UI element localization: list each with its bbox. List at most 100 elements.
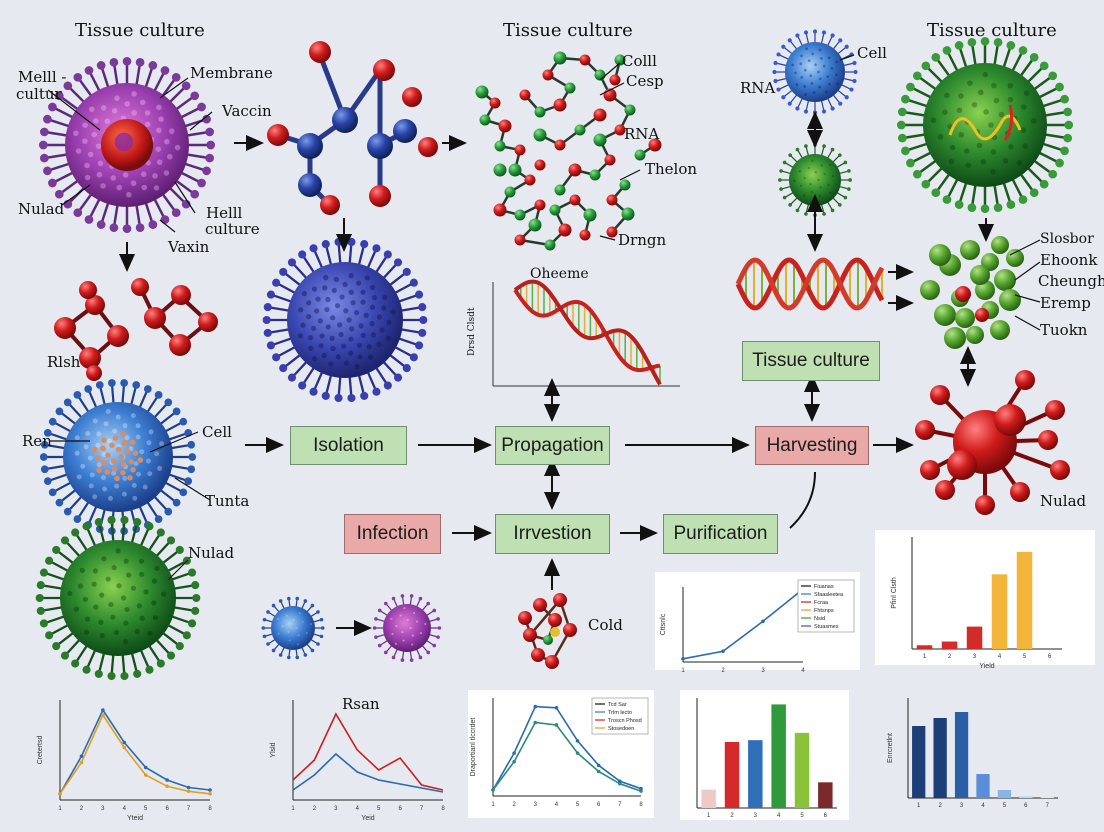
label-drngn: Drngn: [618, 233, 666, 248]
label-rlsh: Rlsh: [47, 355, 80, 370]
tissue-culture-box[interactable]: Tissue culture: [742, 341, 880, 381]
x-tick-label: 1: [917, 803, 921, 809]
label-tunta: Tunta: [205, 494, 249, 509]
data-point: [681, 657, 685, 661]
x-tick-label: 4: [981, 803, 985, 809]
label-helll: Helll: [206, 206, 242, 221]
label-cold: Cold: [588, 618, 623, 633]
legend-entry: Stuasmes: [814, 624, 839, 630]
x-tick-label: 7: [1046, 803, 1050, 809]
y-axis-label: Cretertsd: [37, 736, 44, 765]
bar: [748, 740, 762, 808]
label-vaccin: Vaccin: [222, 104, 272, 119]
x-tick-label: 1: [291, 806, 295, 812]
label-rna-chain: RNA: [624, 127, 659, 142]
chart-bar-bottom-right: 1234567Enrcretlnt: [887, 698, 1058, 809]
label-cheungh: Cheungh: [1038, 274, 1104, 289]
title-right: Tissue culture: [927, 22, 1057, 40]
infection-box[interactable]: Infection: [344, 514, 441, 554]
label-rsan: Rsan: [342, 697, 380, 712]
bar: [1041, 797, 1054, 798]
data-point: [122, 746, 126, 750]
y-axis-label: Cttsnlc: [660, 613, 667, 635]
green-virus-icon: [36, 516, 201, 680]
data-point: [165, 778, 169, 782]
dna-plot-ylabel: Drsd Clsdt: [468, 307, 477, 356]
chart-line-rsan: 12345678YlsldYeid: [270, 700, 445, 822]
irvestion-box[interactable]: Irrvestion: [495, 514, 610, 554]
data-point: [187, 786, 191, 790]
bar: [725, 742, 739, 808]
data-point: [122, 741, 126, 745]
label-eremp: Eremp: [1040, 296, 1091, 311]
bar: [912, 726, 925, 798]
title-left: Tissue culture: [75, 22, 205, 40]
data-point: [165, 784, 169, 788]
bar: [818, 782, 832, 808]
x-tick-label: 3: [334, 806, 338, 812]
green-virus-small-icon: [778, 143, 852, 217]
harvesting-box[interactable]: Harvesting: [755, 426, 869, 465]
data-point: [208, 792, 212, 796]
small-molecule-icon: [518, 593, 577, 669]
x-tick-label: 7: [420, 806, 424, 812]
x-tick-label: 5: [1003, 803, 1007, 809]
series-line: [293, 714, 443, 790]
data-point: [101, 713, 105, 717]
bar: [934, 718, 947, 798]
legend-entry: Fiuanas: [814, 584, 834, 590]
y-axis-label: Pfinl Clsth: [891, 577, 898, 609]
label-nulad-3: Nulad: [1040, 494, 1086, 509]
label-tuokn: Tuokn: [1040, 323, 1087, 338]
bar: [955, 712, 968, 798]
dna-plot-helix-icon: [515, 282, 660, 385]
x-axis-label: Yteid: [127, 815, 143, 822]
isolation-box[interactable]: Isolation: [290, 426, 407, 465]
label-ehoonk: Ehoonk: [1040, 253, 1097, 268]
bar: [942, 642, 958, 649]
label-ren: Ren: [22, 434, 52, 449]
legend-entry: Fcraa: [814, 600, 829, 606]
data-point: [144, 773, 148, 777]
legend-entry: Troscn Phosd: [608, 718, 642, 724]
x-tick-label: 2: [313, 806, 317, 812]
label-culture: culture: [205, 222, 260, 237]
purification-box[interactable]: Purification: [663, 514, 778, 554]
data-point: [80, 754, 84, 758]
legend-entry: Tcd Sar: [608, 702, 627, 708]
x-axis-label: Yeid: [361, 815, 374, 822]
legend-entry: Trlm lecto: [608, 710, 632, 716]
x-tick-label: 6: [165, 806, 169, 812]
x-tick-label: 2: [938, 803, 942, 809]
data-point: [721, 649, 725, 653]
label-nulad-1: Nulad: [18, 202, 64, 217]
data-point: [208, 788, 212, 792]
bar: [701, 790, 715, 808]
x-tick-label: 4: [123, 806, 127, 812]
dna-plot-panel: [493, 282, 680, 386]
label-nulad-2: Nulad: [188, 546, 234, 561]
x-tick-label: 3: [101, 806, 105, 812]
legend-entry: Sfaasleetea: [814, 592, 844, 598]
x-tick-label: 7: [187, 806, 191, 812]
bar: [771, 704, 785, 808]
data-point: [533, 721, 537, 725]
bar: [992, 574, 1008, 649]
label-thelon: Thelon: [645, 162, 697, 177]
x-tick-label: 8: [208, 806, 212, 812]
propagation-box[interactable]: Propagation: [495, 426, 610, 465]
blue-virus-top-icon: [772, 29, 857, 114]
label-cultur: cultur: [16, 87, 62, 102]
label-slosbor: Slosbor: [1040, 232, 1094, 246]
label-melll: Melll -: [18, 70, 66, 85]
mini-purple-virus-icon: [373, 594, 441, 662]
x-tick-label: 3: [960, 803, 964, 809]
bar: [967, 627, 983, 649]
label-oheeme: Oheeme: [530, 267, 589, 281]
chart-bar-yield: 123456Pfinl ClsthYield: [875, 530, 1095, 670]
bar: [1019, 796, 1032, 798]
data-point: [491, 788, 495, 792]
